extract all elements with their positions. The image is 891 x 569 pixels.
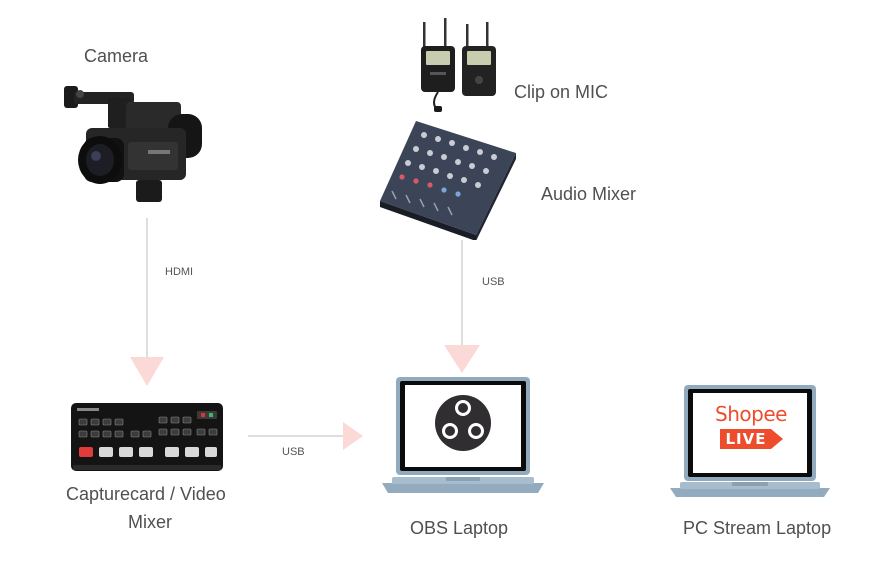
arrowhead-right bbox=[343, 422, 363, 450]
edge-camera-to-capture bbox=[130, 218, 164, 386]
video-switcher-icon bbox=[71, 403, 223, 471]
arrowhead-down bbox=[444, 345, 480, 373]
capturecard-label-line1: Capturecard / Video bbox=[66, 484, 226, 504]
camcorder-icon bbox=[56, 80, 206, 205]
capturecard-label-line2: Mixer bbox=[128, 512, 172, 532]
live-badge: LIVE bbox=[719, 429, 783, 449]
obs-laptop-label: OBS Laptop bbox=[410, 518, 509, 538]
edge-mixer-to-obs bbox=[444, 240, 480, 373]
camera-label: Camera bbox=[84, 46, 149, 66]
edge-capture-to-obs bbox=[248, 422, 363, 450]
edge-label-hdmi: HDMI bbox=[165, 266, 194, 278]
play-icon bbox=[770, 429, 783, 449]
shopee-brand-text: Shopee bbox=[715, 402, 787, 426]
arrowhead-down bbox=[130, 357, 164, 386]
obs-logo-icon bbox=[433, 393, 493, 453]
audio-mixer-label: Audio Mixer bbox=[541, 184, 637, 204]
live-badge-text: LIVE bbox=[719, 429, 771, 449]
audio-mixer-icon bbox=[378, 115, 518, 240]
pc-stream-laptop-label: PC Stream Laptop bbox=[683, 518, 832, 538]
edge-label-usb-capture: USB bbox=[282, 446, 305, 458]
shopee-live-logo: Shopee LIVE bbox=[710, 402, 792, 449]
laptop-icon bbox=[670, 385, 830, 500]
wireless-mic-icon bbox=[418, 18, 500, 114]
clip-mic-label: Clip on MIC bbox=[514, 82, 609, 102]
edge-label-usb-mixer: USB bbox=[482, 276, 505, 288]
